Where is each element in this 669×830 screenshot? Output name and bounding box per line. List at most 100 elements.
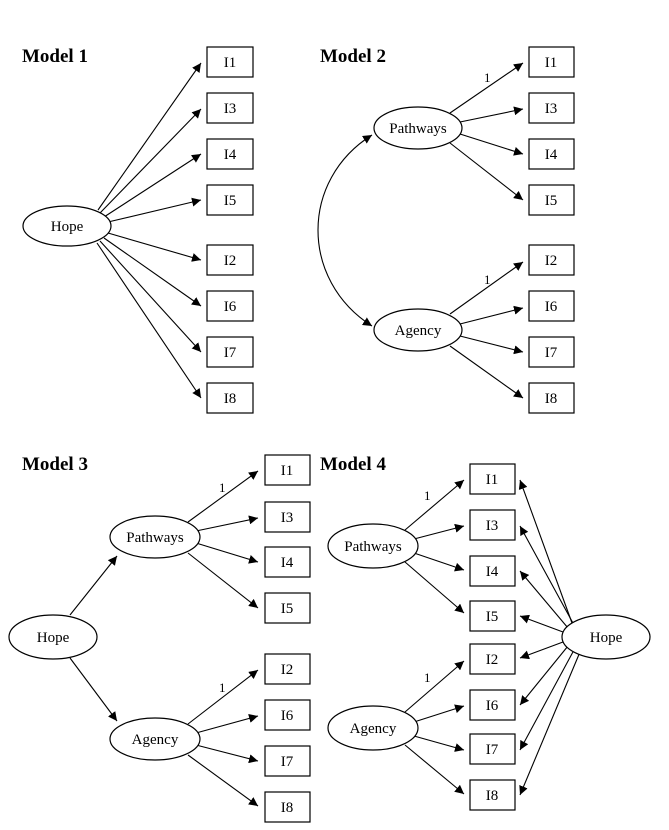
item-box: I1 xyxy=(528,46,575,78)
item-box: I7 xyxy=(469,733,516,765)
model-1-title: Model 1 xyxy=(22,46,88,67)
item-box: I8 xyxy=(206,382,254,414)
item-box: I2 xyxy=(469,643,516,675)
edge-pathways-i5 xyxy=(449,142,524,201)
edge-pathways-i4 xyxy=(195,542,259,564)
item-box: I8 xyxy=(264,791,311,823)
item-box: I3 xyxy=(264,501,311,533)
model-2-pathways-node: Pathways xyxy=(373,106,463,150)
edge-agency-i8 xyxy=(449,345,524,399)
item-box: I2 xyxy=(528,244,575,276)
edge-hope-i6 xyxy=(103,237,202,307)
item-label: I4 xyxy=(224,147,237,163)
fixed-loading-label: 1 xyxy=(219,480,226,495)
fixed-loading-label: 1 xyxy=(424,488,431,503)
edge-pathways-i1 xyxy=(449,62,524,114)
model-4-edges xyxy=(404,479,581,796)
item-label: I1 xyxy=(486,472,499,488)
item-label: I8 xyxy=(281,800,294,816)
item-box: I7 xyxy=(528,336,575,368)
item-label: I1 xyxy=(281,463,294,479)
edge-hope-i3 xyxy=(99,108,202,214)
item-box: I6 xyxy=(264,699,311,731)
item-label: I1 xyxy=(545,55,558,71)
item-box: I5 xyxy=(528,184,575,216)
edge-pathways-i1 xyxy=(404,479,465,531)
item-box: I2 xyxy=(206,244,254,276)
edge-hope-pathways xyxy=(69,555,118,616)
model-3-title: Model 3 xyxy=(22,454,88,475)
edge-agency-i7 xyxy=(195,744,259,764)
item-box: I8 xyxy=(528,382,575,414)
item-box: I1 xyxy=(469,463,516,495)
model-3-pathways-node: Pathways xyxy=(109,515,201,559)
item-label: I2 xyxy=(545,253,558,269)
edge-agency-i2 xyxy=(187,669,259,725)
hope-label: Hope xyxy=(37,630,70,646)
item-box: I4 xyxy=(264,546,311,578)
model-3-hope-node: Hope xyxy=(8,614,98,660)
item-label: I3 xyxy=(281,510,294,526)
edge-pathways-i5 xyxy=(404,561,465,614)
edge-pathways-i4 xyxy=(413,552,465,572)
item-label: I6 xyxy=(224,299,237,315)
fixed-loading-label: 1 xyxy=(484,272,491,287)
item-label: I8 xyxy=(224,391,237,407)
pathways-label: Pathways xyxy=(344,539,402,555)
edge-hope-i8 xyxy=(519,651,581,796)
item-box: I6 xyxy=(528,290,575,322)
model-1-edges xyxy=(96,62,202,399)
edge-agency-i6 xyxy=(413,704,465,723)
item-label: I7 xyxy=(545,345,558,361)
item-label: I2 xyxy=(281,662,294,678)
item-label: I7 xyxy=(281,754,294,770)
edge-pathways-i3 xyxy=(195,515,259,532)
model-3-item-nodes: I1 I3 I4 I5 I2 I6 I7 I8 xyxy=(264,454,311,823)
fixed-loading-label: 1 xyxy=(219,680,226,695)
item-label: I8 xyxy=(486,788,499,804)
pathways-label: Pathways xyxy=(126,530,184,546)
edge-hope-i2 xyxy=(107,232,202,262)
item-box: I5 xyxy=(206,184,254,216)
item-label: I1 xyxy=(224,55,237,71)
item-label: I2 xyxy=(486,652,499,668)
item-box: I4 xyxy=(469,555,516,587)
item-box: I5 xyxy=(264,592,311,624)
edge-hope-i2 xyxy=(519,641,564,660)
fixed-loading-label: 1 xyxy=(424,670,431,685)
item-label: I5 xyxy=(545,193,558,209)
item-label: I2 xyxy=(224,253,237,269)
item-box: I1 xyxy=(206,46,254,78)
item-box: I7 xyxy=(264,745,311,777)
item-label: I3 xyxy=(486,518,499,534)
item-box: I6 xyxy=(206,290,254,322)
hope-label: Hope xyxy=(51,219,84,235)
edge-agency-i6 xyxy=(195,714,259,734)
model-3-edges xyxy=(69,470,259,807)
item-label: I5 xyxy=(486,609,499,625)
model-4-hope-node: Hope xyxy=(561,614,651,660)
agency-label: Agency xyxy=(132,732,179,748)
edge-agency-i2 xyxy=(404,660,465,713)
edge-hope-i6 xyxy=(519,645,569,706)
item-label: I7 xyxy=(486,742,499,758)
item-label: I6 xyxy=(486,698,499,714)
item-label: I5 xyxy=(281,601,294,617)
item-box: I7 xyxy=(206,336,254,368)
edge-hope-i1 xyxy=(97,62,202,211)
model-1-hope-node: Hope xyxy=(22,205,112,247)
edge-pathways-i5 xyxy=(187,552,259,609)
model-2-title: Model 2 xyxy=(320,46,386,67)
item-label: I4 xyxy=(486,564,499,580)
hope-label: Hope xyxy=(590,630,623,646)
item-box: I4 xyxy=(206,138,254,170)
edge-agency-i8 xyxy=(187,754,259,807)
edge-hope-i7 xyxy=(519,649,575,751)
edge-hope-agency xyxy=(69,657,118,722)
item-box: I6 xyxy=(469,689,516,721)
model-4-pathways-node: Pathways xyxy=(327,523,419,569)
model-1: Model 1 Hope I1 I3 I4 I5 I2 I6 I7 I8 xyxy=(22,46,254,414)
edge-agency-i7 xyxy=(413,735,465,752)
edge-pathways-i3 xyxy=(459,106,524,123)
